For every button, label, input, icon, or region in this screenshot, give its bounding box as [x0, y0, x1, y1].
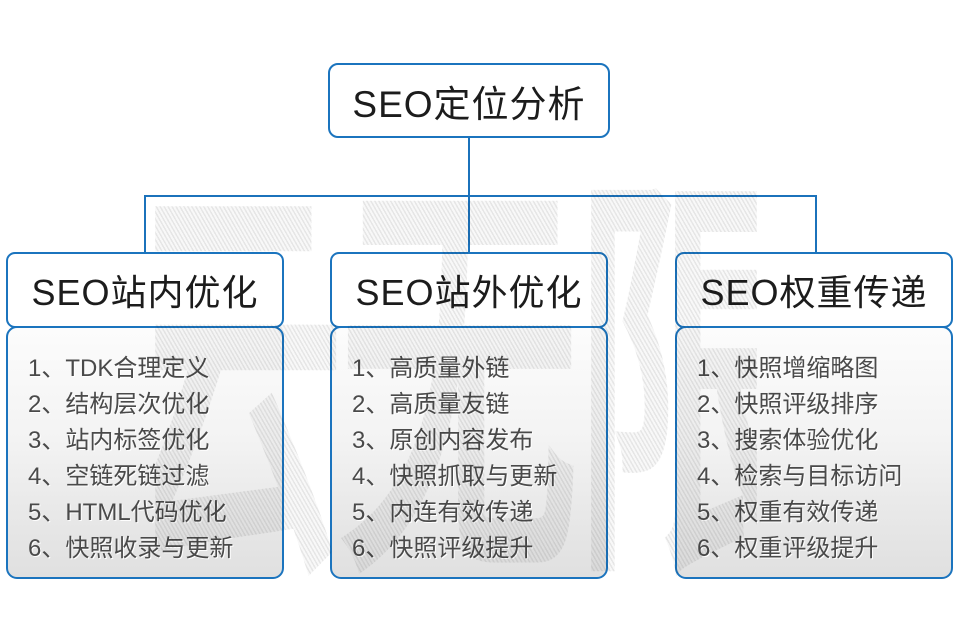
list-item: 3、站内标签优化 — [28, 427, 210, 454]
connector-horizontal — [144, 195, 817, 197]
column-onsite-header: SEO站内优化 — [6, 252, 284, 328]
list-item: 3、搜索体验优化 — [697, 427, 879, 454]
list-item: 4、空链死链过滤 — [28, 463, 210, 490]
list-item: 4、快照抓取与更新 — [352, 463, 558, 490]
connector-drop-right — [815, 195, 817, 253]
list-item: 2、快照评级排序 — [697, 391, 879, 418]
connector-root-vertical — [468, 137, 470, 196]
column-onsite-list: 1、TDK合理定义 2、结构层次优化 3、站内标签优化 4、空链死链过滤 5、H… — [6, 326, 284, 579]
list-item: 2、结构层次优化 — [28, 391, 210, 418]
column-weight-title: SEO权重传递 — [700, 272, 928, 313]
list-item: 1、高质量外链 — [352, 355, 510, 382]
list-item: 4、检索与目标访问 — [697, 463, 903, 490]
column-offsite-header: SEO站外优化 — [330, 252, 608, 328]
list-item: 5、权重有效传递 — [697, 499, 879, 526]
column-offsite-list: 1、高质量外链 2、高质量友链 3、原创内容发布 4、快照抓取与更新 5、内连有… — [330, 326, 608, 579]
list-item: 6、快照收录与更新 — [28, 535, 234, 562]
column-onsite-title: SEO站内优化 — [31, 272, 259, 313]
list-item: 6、权重评级提升 — [697, 535, 879, 562]
list-item: 1、快照增缩略图 — [697, 355, 879, 382]
list-item: 6、快照评级提升 — [352, 535, 534, 562]
column-offsite-title: SEO站外优化 — [355, 272, 583, 313]
column-weight-list: 1、快照增缩略图 2、快照评级排序 3、搜索体验优化 4、检索与目标访问 5、权… — [675, 326, 953, 579]
list-item: 2、高质量友链 — [352, 391, 510, 418]
connector-drop-left — [144, 195, 146, 253]
connector-drop-middle — [468, 195, 470, 253]
root-node-label: SEO定位分析 — [352, 83, 586, 125]
column-weight-header: SEO权重传递 — [675, 252, 953, 328]
list-item: 3、原创内容发布 — [352, 427, 534, 454]
list-item: 5、内连有效传递 — [352, 499, 534, 526]
list-item: 1、TDK合理定义 — [28, 355, 210, 382]
list-item: 5、HTML代码优化 — [28, 499, 227, 526]
root-node-seo-positioning: SEO定位分析 — [328, 63, 610, 138]
